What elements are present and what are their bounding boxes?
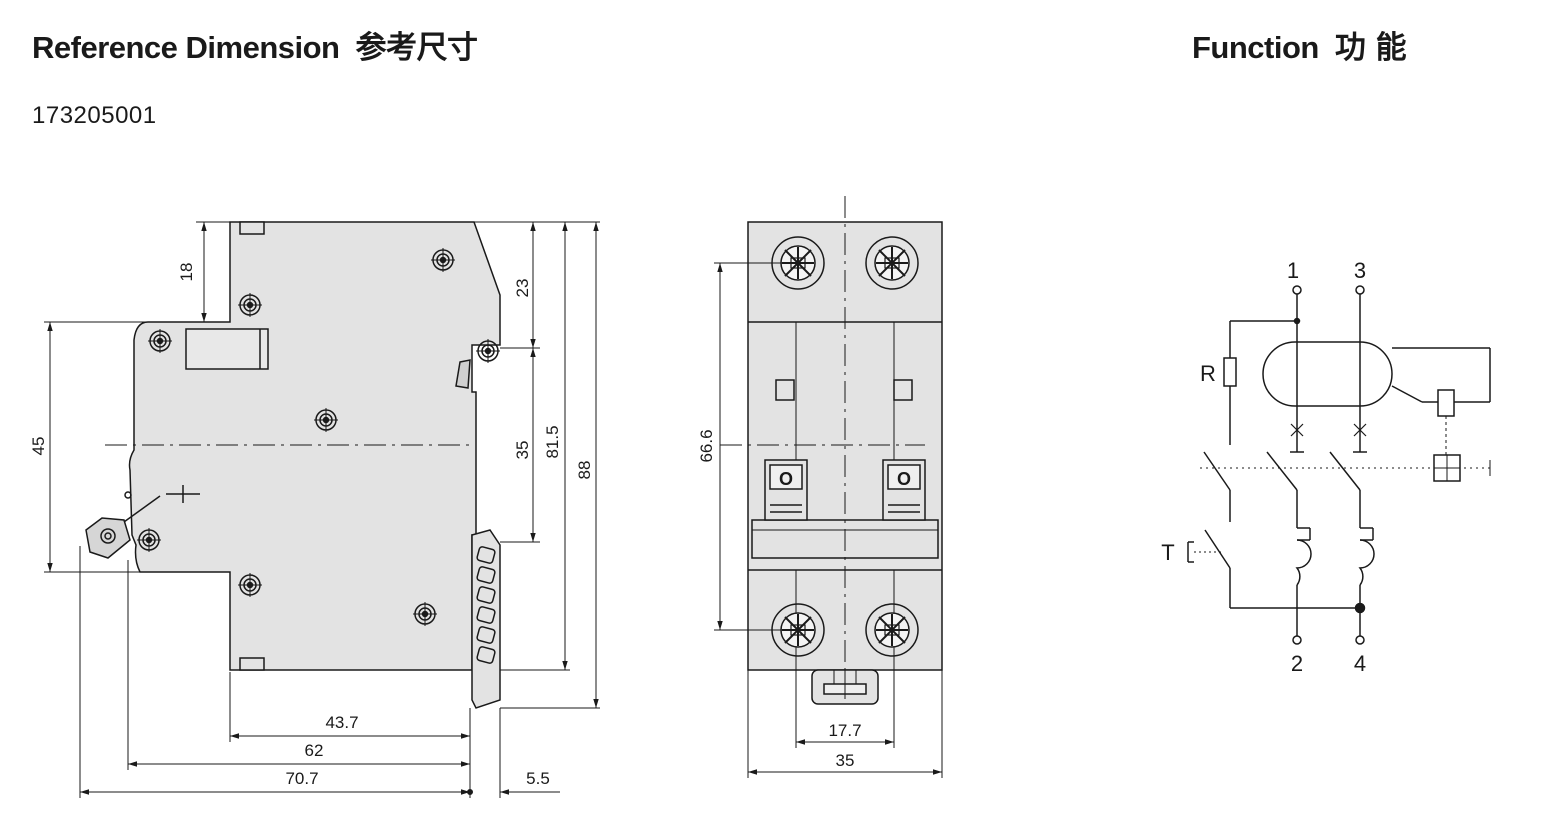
reference-title-cn: 参考尺寸	[355, 30, 479, 66]
front-toggle-left	[764, 459, 808, 521]
dim-70-7: 70.7	[285, 769, 318, 788]
function-title: Function 功 能	[1192, 22, 1407, 67]
dim-45: 45	[29, 437, 48, 456]
side-view-body	[128, 221, 501, 671]
dim-23: 23	[513, 279, 532, 298]
front-toggle-right	[882, 459, 926, 521]
side-view-dimension-labels: 18 23 35 81.5 88 45 43.7 62 70.7 5.5	[29, 263, 594, 788]
terminal-1: 1	[1287, 258, 1299, 283]
reference-title-en: Reference Dimension	[32, 30, 340, 65]
din-rail-clip	[471, 529, 501, 709]
dim-62: 62	[305, 741, 324, 760]
front-view-dimension-labels: 66.6 17.7 35	[697, 429, 862, 770]
front-view-dimensions	[714, 262, 943, 778]
toggle-label-left: O	[779, 469, 793, 489]
dim-81-5: 81.5	[543, 425, 562, 458]
side-view-window	[185, 328, 269, 370]
side-view-handle	[85, 485, 200, 559]
dim-43-7: 43.7	[325, 713, 358, 732]
reference-dimension-title: Reference Dimension 参考尺寸	[32, 22, 478, 67]
terminal-4: 4	[1354, 651, 1366, 676]
function-title-en: Function	[1192, 30, 1319, 65]
dim-66-6: 66.6	[697, 429, 716, 462]
resistor	[1223, 357, 1237, 387]
schematic-labels: 1 3 2 4 R T	[1161, 258, 1366, 676]
front-view	[720, 196, 943, 705]
function-title-cn: 功 能	[1334, 30, 1407, 66]
dim-17-7: 17.7	[828, 721, 861, 740]
terminal-3: 3	[1354, 258, 1366, 283]
resistor-label: R	[1200, 361, 1216, 386]
toggle-label-right: O	[897, 469, 911, 489]
dim-35-side: 35	[513, 441, 532, 460]
toroid-sensor	[1262, 341, 1393, 407]
dim-18: 18	[177, 263, 196, 282]
part-number: 173205001	[32, 102, 157, 129]
terminal-2: 2	[1291, 651, 1303, 676]
function-schematic	[1187, 285, 1491, 645]
test-button-label: T	[1161, 540, 1174, 565]
dim-35-front: 35	[836, 751, 855, 770]
trip-relay	[1437, 389, 1455, 417]
side-view-dimensions	[44, 221, 600, 798]
side-view	[85, 221, 501, 709]
front-view-toggle-labels: O O	[779, 469, 911, 489]
dim-88: 88	[575, 461, 594, 480]
dim-5-5: 5.5	[526, 769, 550, 788]
